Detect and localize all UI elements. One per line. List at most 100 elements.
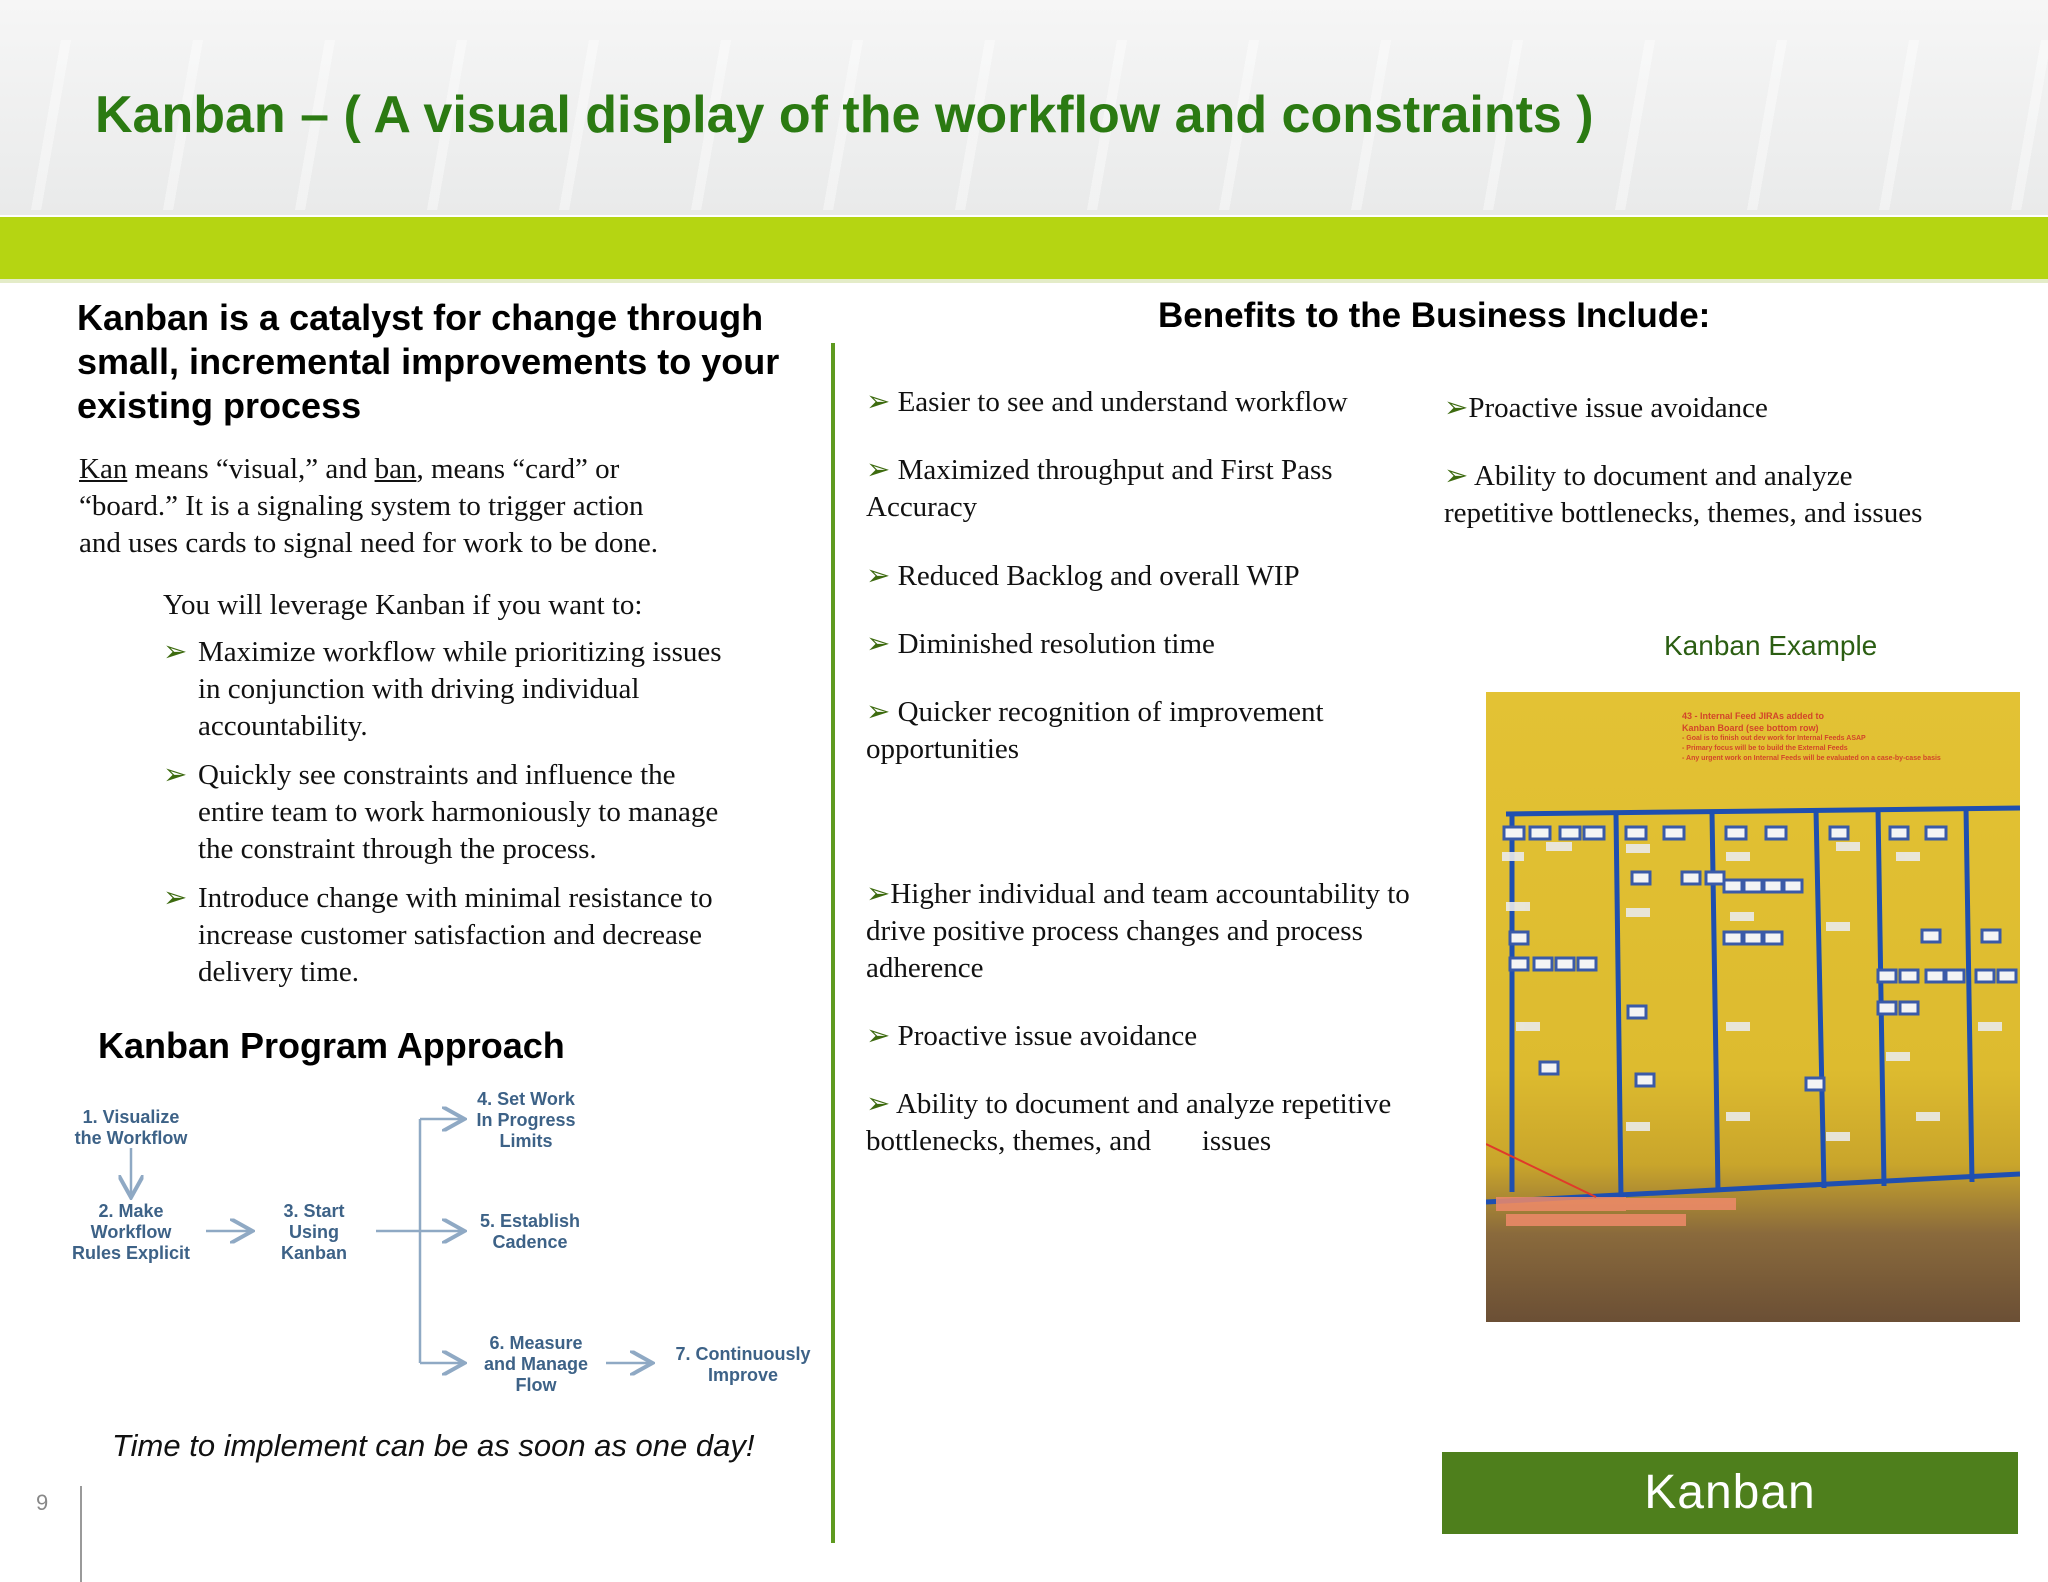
left-heading-line: Kanban is a catalyst for change through	[77, 297, 764, 338]
board-note: 43 - Internal Feed JIRAs added to Kanban…	[1682, 710, 2002, 764]
step-start-using-kanban: 3. Start Using Kanban	[262, 1201, 366, 1264]
arrow-bullet-icon: ➢	[866, 696, 898, 728]
step-text: 3. Start	[283, 1201, 345, 1221]
bullet-line: Maximize workflow while prioritizing iss…	[198, 636, 722, 668]
benefit-text: Proactive issue avoidance	[1468, 392, 1768, 424]
benefits-heading: Benefits to the Business Include:	[1158, 296, 1711, 335]
benefit-text: Diminished resolution time	[897, 628, 1215, 660]
leverage-bullet: ➢ Maximize workflow while prioritizing i…	[163, 634, 803, 745]
left-heading: Kanban is a catalyst for change through …	[77, 296, 779, 428]
approach-arrows	[0, 1080, 830, 1420]
step-text: Cadence	[492, 1232, 568, 1252]
benefit-text: bottlenecks, themes, and issues	[866, 1125, 1272, 1157]
bullet-line: Quickly see constraints and influence th…	[198, 759, 676, 791]
step-make-rules-explicit: 2. Make Workflow Rules Explicit	[58, 1201, 204, 1264]
benefit-item: ➢ Ability to document and analyze repeti…	[866, 1086, 1391, 1160]
arrow-bullet-icon: ➢	[866, 454, 898, 486]
step-text: 6. Measure	[489, 1333, 583, 1353]
intro-paragraph: Kan means “visual,” and ban, means “card…	[79, 451, 658, 562]
benefit-text: repetitive bottlenecks, themes, and issu…	[1444, 497, 1923, 529]
leverage-intro: You will leverage Kanban if you want to:	[163, 589, 643, 621]
arrow-bullet-icon: ➢	[163, 882, 188, 914]
leverage-bullets: ➢ Maximize workflow while prioritizing i…	[163, 634, 803, 991]
left-heading-line: small, incremental improvements to your	[77, 341, 780, 382]
benefit-text: Ability to document and analyze	[1473, 460, 1853, 492]
board-note-item: - Primary focus will be to build the Ext…	[1682, 745, 1848, 752]
benefit-text: adherence	[866, 952, 984, 984]
board-note-title: 43 - Internal Feed JIRAs added to	[1682, 711, 1825, 721]
page-number: 9	[36, 1490, 49, 1515]
step-set-wip-limits: 4. Set Work In Progress Limits	[460, 1089, 592, 1152]
step-text: Rules Explicit	[71, 1243, 191, 1263]
intro-line-2: “board.” It is a signaling system to tri…	[79, 490, 644, 522]
bullet-line: Introduce change with minimal resistance…	[198, 882, 713, 914]
board-note-item: - Goal is to finish out dev work for Int…	[1682, 735, 1866, 742]
arrow-bullet-icon: ➢	[1444, 460, 1474, 492]
arrow-bullet-icon: ➢	[1444, 392, 1469, 424]
benefit-item: ➢ Easier to see and understand workflow	[866, 384, 1348, 421]
bullet-line: the constraint through the process.	[198, 833, 597, 865]
benefit-item: ➢Proactive issue avoidance	[1444, 390, 1768, 427]
benefit-text: Reduced Backlog and overall WIP	[897, 560, 1300, 592]
intro-line-3: and uses cards to signal need for work t…	[79, 527, 659, 559]
step-continuously-improve: 7. Continuously Improve	[664, 1344, 822, 1386]
step-text: Workflow	[90, 1222, 172, 1242]
step-establish-cadence: 5. Establish Cadence	[464, 1211, 596, 1253]
left-heading-line: existing process	[77, 385, 362, 426]
leverage-bullet: ➢ Quickly see constraints and influence …	[163, 757, 803, 868]
step-text: 2. Make	[98, 1201, 164, 1221]
benefit-text: Accuracy	[866, 491, 978, 523]
bullet-line: entire team to work harmoniously to mana…	[198, 796, 719, 828]
arrow-bullet-icon: ➢	[866, 628, 898, 660]
benefit-item: ➢ Reduced Backlog and overall WIP	[866, 558, 1300, 595]
board-note-subtitle: Kanban Board (see bottom row)	[1682, 723, 1819, 733]
slide-title: Kanban – ( A visual display of the workf…	[95, 86, 1594, 144]
step-text: In Progress	[476, 1110, 576, 1130]
arrow-bullet-icon: ➢	[866, 560, 898, 592]
benefit-item: ➢ Proactive issue avoidance	[866, 1018, 1197, 1055]
step-text: Using	[288, 1222, 339, 1242]
step-text: and Manage	[483, 1354, 589, 1374]
benefit-item: ➢Higher individual and team accountabili…	[866, 876, 1410, 987]
approach-heading: Kanban Program Approach	[98, 1025, 565, 1066]
term-ban: ban	[374, 453, 417, 485]
step-text: 7. Continuously	[675, 1344, 811, 1364]
arrow-bullet-icon: ➢	[866, 1020, 898, 1052]
intro-text: means “visual,” and	[127, 453, 375, 485]
bullet-line: delivery time.	[198, 956, 360, 988]
benefit-text: opportunities	[866, 733, 1020, 765]
step-measure-manage-flow: 6. Measure and Manage Flow	[470, 1333, 602, 1396]
benefit-text: Quicker recognition of improvement	[897, 696, 1324, 728]
benefit-text: Proactive issue avoidance	[897, 1020, 1198, 1052]
benefit-item: ➢ Quicker recognition of improvement opp…	[866, 694, 1324, 768]
header-background	[0, 0, 2048, 215]
step-text: the Workflow	[74, 1128, 188, 1148]
step-text: Flow	[515, 1375, 557, 1395]
board-note-item: - Any urgent work on Internal Feeds will…	[1682, 755, 1941, 762]
step-text: 1. Visualize	[82, 1107, 180, 1127]
bullet-line: in conjunction with driving individual	[198, 673, 640, 705]
bullet-line: increase customer satisfaction and decre…	[198, 919, 703, 951]
page-number-divider	[80, 1486, 82, 1582]
step-text: Limits	[499, 1131, 553, 1151]
term-kan: Kan	[79, 453, 128, 485]
kanban-board-photo: 43 - Internal Feed JIRAs added to Kanban…	[1486, 692, 2020, 1322]
intro-line-1: Kan means “visual,” and ban, means “card…	[79, 451, 658, 488]
bullet-line: accountability.	[198, 710, 368, 742]
benefit-item: ➢ Maximized throughput and First Pass Ac…	[866, 452, 1333, 526]
arrow-bullet-icon: ➢	[866, 386, 898, 418]
board-tape-grid	[1486, 805, 2020, 1226]
kanban-example-label: Kanban Example	[1664, 630, 1878, 661]
step-text: Kanban	[280, 1243, 347, 1263]
step-text: 5. Establish	[479, 1211, 581, 1231]
step-text: 4. Set Work	[477, 1089, 575, 1109]
benefit-item: ➢ Ability to document and analyze repeti…	[1444, 458, 1922, 532]
accent-bar	[0, 215, 2048, 283]
benefit-text: drive positive process changes and proce…	[866, 915, 1363, 947]
benefit-text: Ability to document and analyze repetiti…	[895, 1088, 1392, 1120]
kanban-logo: Kanban	[1442, 1452, 2018, 1534]
step-text: Improve	[707, 1365, 779, 1385]
intro-text: , means “card” or	[416, 453, 620, 485]
benefit-text: Easier to see and understand workflow	[897, 386, 1348, 418]
implementation-note: Time to implement can be as soon as one …	[112, 1428, 755, 1463]
